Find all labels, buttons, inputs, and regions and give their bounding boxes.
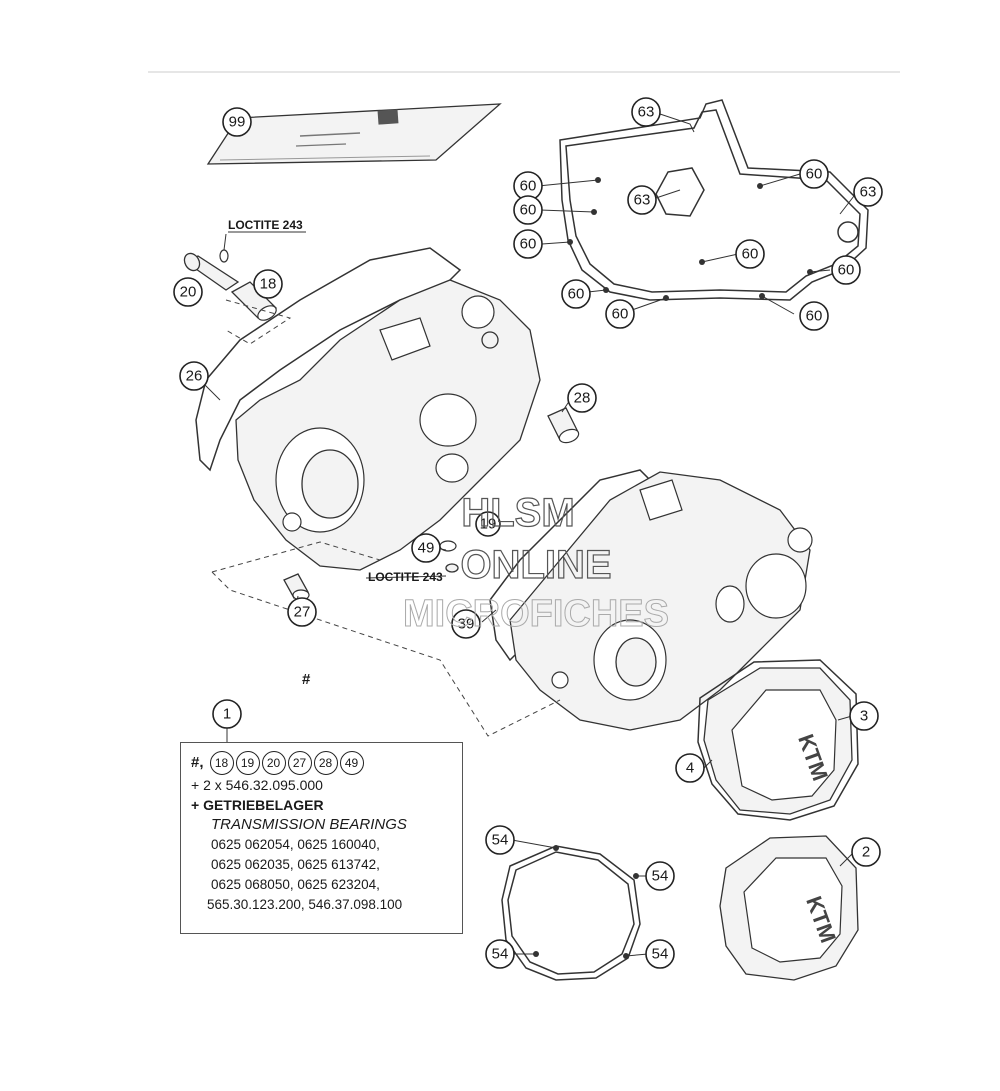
part-20-bolt (183, 252, 240, 291)
svg-text:54: 54 (652, 868, 669, 885)
callout-26: 26 (179, 361, 209, 391)
svg-text:19: 19 (480, 516, 497, 533)
part-99-manual (206, 103, 502, 165)
callout-54-c: 54 (485, 939, 515, 969)
svg-text:63: 63 (634, 192, 651, 209)
callout-2: 2 (851, 837, 881, 867)
svg-text:99: 99 (229, 114, 246, 131)
part-4-gasket (697, 659, 859, 821)
callout-63-top: 63 (631, 97, 661, 127)
part-18-dowel-sleeve (230, 281, 278, 321)
svg-text:63: 63 (638, 104, 655, 121)
svg-text:60: 60 (838, 262, 855, 279)
kit-chip: 49 (339, 751, 364, 775)
svg-text:60: 60 (520, 236, 537, 253)
svg-text:60: 60 (520, 202, 537, 219)
svg-text:27: 27 (294, 604, 311, 621)
callout-4: 4 (675, 753, 705, 783)
callout-60-b: 60 (513, 195, 543, 225)
part-2-cover: KTM (719, 835, 859, 981)
kit-extra-line: + 2 x 546.32.095.000 (191, 777, 323, 793)
callout-27: 27 (287, 597, 317, 627)
callout-54-d: 54 (645, 939, 675, 969)
part-27-bushing (283, 573, 310, 601)
kit-part-number-line: 0625 068050, 0625 623204, (211, 877, 380, 892)
svg-text:3: 3 (860, 708, 868, 725)
svg-text:39: 39 (458, 616, 475, 633)
callout-54-a: 54 (485, 825, 515, 855)
kit-hash-label: #, (191, 754, 204, 771)
callout-60-d: 60 (561, 279, 591, 309)
svg-text:60: 60 (806, 308, 823, 325)
kit-part-number-line: 0625 062035, 0625 613742, (211, 857, 380, 872)
callout-54-b: 54 (645, 861, 675, 891)
svg-text:28: 28 (574, 390, 591, 407)
kit-transmission-line: TRANSMISSION BEARINGS (211, 816, 407, 833)
kit-chip: 18 (209, 751, 234, 775)
kit-getriebelager-line: + GETRIEBELAGER (191, 797, 324, 813)
svg-text:60: 60 (806, 166, 823, 183)
svg-text:HLSM: HLSM (461, 491, 574, 535)
svg-text:54: 54 (652, 946, 669, 963)
svg-text:2: 2 (862, 844, 870, 861)
part-54-gasket (501, 845, 641, 981)
watermark: HLSM ONLINE MICROFICHES (403, 490, 670, 635)
assembly-hash-mark: # (302, 671, 311, 688)
loctite-label-top: LOCTITE 243 (228, 218, 303, 232)
svg-text:20: 20 (180, 284, 197, 301)
kit-contents-box: #, 18 19 20 27 28 49 + 2 x 546.32.095.00… (180, 742, 463, 934)
callout-60-e: 60 (605, 299, 635, 329)
kit-chip: 28 (313, 751, 338, 775)
callout-19: 19 (475, 511, 501, 537)
callout-99: 99 (222, 107, 252, 137)
callout-60-g: 60 (735, 239, 765, 269)
callout-18: 18 (253, 269, 283, 299)
svg-text:63: 63 (860, 184, 877, 201)
kit-part-number-line: 0625 062054, 0625 160040, (211, 837, 380, 852)
svg-text:18: 18 (260, 276, 277, 293)
svg-text:54: 54 (492, 946, 509, 963)
svg-text:26: 26 (186, 368, 203, 385)
kit-chip: 20 (261, 751, 286, 775)
right-crankcase-half (509, 471, 813, 731)
svg-text:ONLINE: ONLINE (460, 543, 611, 587)
kit-chip: 19 (235, 751, 260, 775)
svg-text:49: 49 (418, 540, 435, 557)
svg-text:54: 54 (492, 832, 509, 849)
svg-text:60: 60 (742, 246, 759, 263)
assembly-outline (211, 299, 561, 737)
left-crankcase-half (235, 279, 541, 571)
part-3-ignition-cover: KTM (703, 667, 853, 815)
callout-60-h: 60 (831, 255, 861, 285)
kit-chip: 27 (287, 751, 312, 775)
callout-3: 3 (849, 701, 879, 731)
kit-parts-row: #, 18 19 20 27 28 49 (191, 751, 452, 775)
callout-63-right: 63 (853, 177, 883, 207)
svg-text:MICROFICHES: MICROFICHES (403, 593, 669, 635)
callout-63-middle: 63 (627, 185, 657, 215)
svg-text:1: 1 (223, 706, 231, 723)
callout-20: 20 (173, 277, 203, 307)
loctite-label-middle: LOCTITE 243 (368, 570, 443, 584)
part-49-screw (445, 563, 459, 573)
kit-part-number-line: 565.30.123.200, 546.37.098.100 (207, 897, 403, 912)
callout-49: 49 (411, 533, 441, 563)
callout-39: 39 (451, 609, 481, 639)
callout-60-i: 60 (799, 301, 829, 331)
callout-60-c: 60 (513, 229, 543, 259)
leader-lines (203, 113, 855, 957)
callout-60-a: 60 (513, 171, 543, 201)
svg-text:4: 4 (686, 760, 694, 777)
part-28-bushing (547, 407, 580, 444)
svg-text:60: 60 (612, 306, 629, 323)
svg-text:60: 60 (520, 178, 537, 195)
loctite-drop-top (219, 249, 229, 263)
callout-60-f: 60 (799, 159, 829, 189)
svg-text:60: 60 (568, 286, 585, 303)
callout-28: 28 (567, 383, 597, 413)
callout-1: 1 (212, 699, 242, 729)
